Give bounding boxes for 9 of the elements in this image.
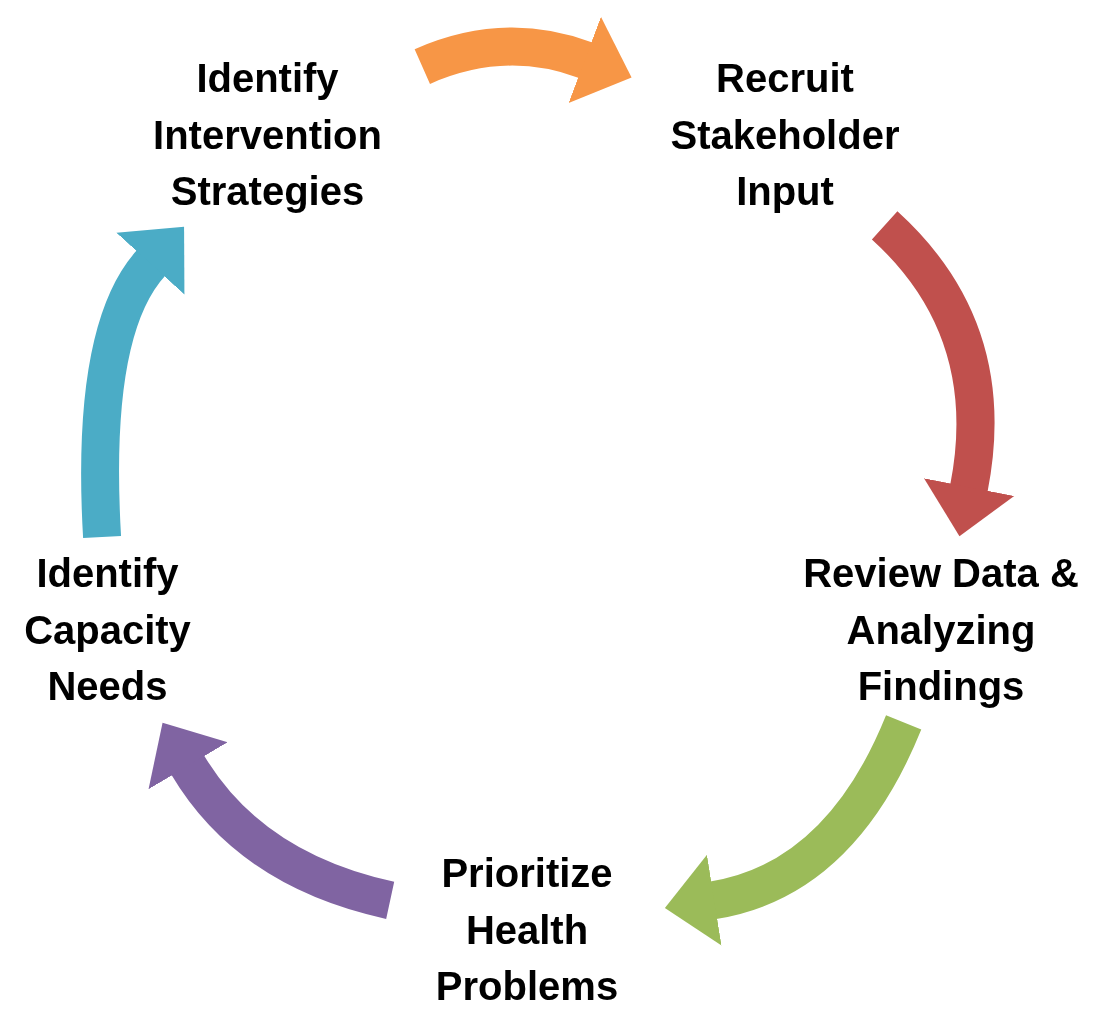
curved-arrow xyxy=(871,211,1015,537)
curved-arrow xyxy=(665,714,922,946)
step-label: Review Data & Analyzing Findings xyxy=(802,549,1080,711)
curved-arrow xyxy=(81,224,187,538)
step-label: Recruit Stakeholder Input xyxy=(669,54,901,216)
step-label: Identify Capacity Needs xyxy=(23,549,192,711)
curved-arrow xyxy=(149,723,395,919)
step-label: Prioritize Health Problems xyxy=(434,849,620,1011)
step-label: Identify Intervention Strategies xyxy=(152,54,383,216)
